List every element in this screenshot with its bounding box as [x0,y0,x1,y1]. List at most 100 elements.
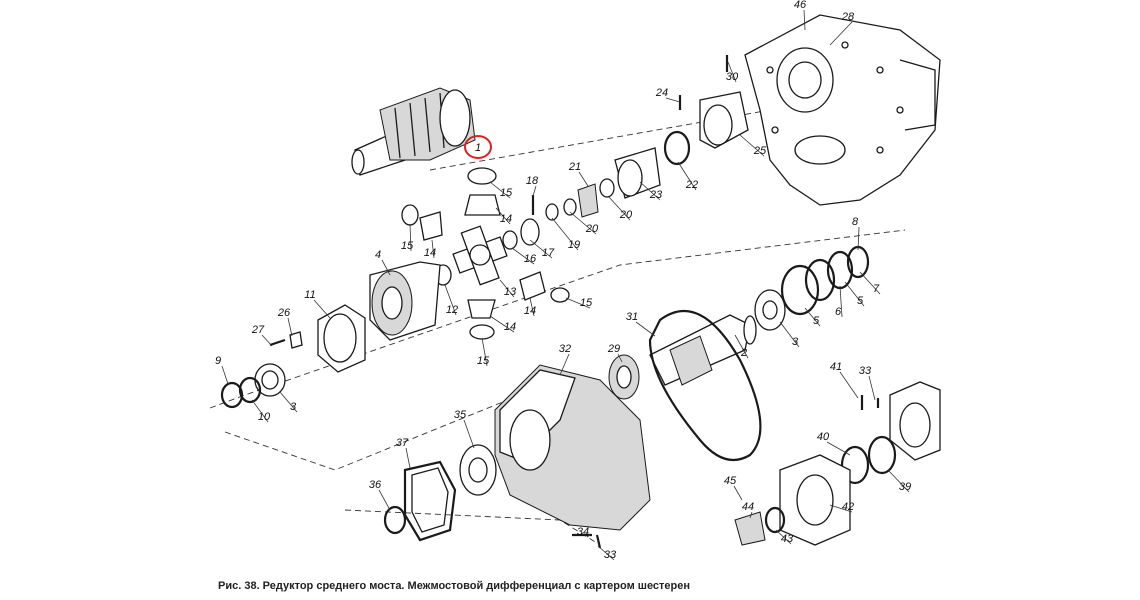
callout-leader [607,195,631,221]
callout-leader [857,226,860,251]
callout-leader [431,239,435,259]
callout-2: 2 [740,347,747,359]
callout-43: 43 [781,533,794,545]
figure-caption: Рис. 38. Редуктор среднего моста. Межмос… [218,580,691,592]
callout-leader [532,185,537,197]
callout-15: 15 [477,355,490,367]
callout-36: 36 [369,479,382,491]
callout-9: 9 [215,355,221,367]
cover-parts [383,444,602,549]
callout-leader [839,285,843,318]
callout-23: 23 [649,189,663,201]
callout-4: 4 [375,249,381,261]
callout-14: 14 [504,321,516,333]
callout-leader [559,353,570,376]
callout-44: 44 [742,501,754,513]
callout-leader [529,239,553,259]
callout-14: 14 [524,305,536,317]
callout-13: 13 [504,286,517,298]
callout-20: 20 [619,209,633,221]
callout-33: 33 [604,549,617,561]
callout-leader [251,399,269,423]
callout-leader [859,271,881,295]
callout-leader [887,469,910,493]
callout-8: 8 [852,216,859,228]
callout-leader [829,21,853,46]
callout-leader [578,171,589,187]
callout-leader [261,334,273,347]
part-32-gear-housing [494,364,651,531]
callout-leader [868,375,876,401]
callout-labels: 4628302425212223202019181716151515151414… [215,0,911,561]
callout-7: 7 [873,283,880,295]
carrier-parts [220,261,441,409]
callout-leader [639,181,661,201]
callout-34: 34 [577,526,589,538]
callout-3: 3 [290,401,297,413]
callout-leader [409,223,412,252]
callout-21: 21 [568,161,581,173]
callout-1: 1 [475,142,481,154]
callout-18: 18 [526,175,539,187]
callout-leader [551,217,579,251]
callout-leader [569,211,597,235]
callout-leader [733,485,743,501]
callout-16: 16 [524,253,537,265]
callout-leader [803,9,806,31]
callout-40: 40 [817,431,830,443]
callout-leader [826,441,851,456]
callout-26: 26 [277,307,291,319]
callout-leader [739,134,765,157]
callout-leader [665,97,681,103]
callout-leader [378,489,391,511]
callout-leader [444,284,457,316]
callout-leader [597,545,615,561]
callout-10: 10 [258,411,271,423]
callout-leader [727,61,737,83]
callout-leader [844,281,865,307]
callout-leader [489,315,515,333]
callout-leader [565,297,591,309]
callout-leader [405,447,411,469]
callout-leader [279,391,298,413]
callout-leader [617,353,623,363]
callout-20: 20 [585,223,599,235]
callout-leader [463,419,475,449]
callout-15: 15 [500,187,513,199]
callout-3: 3 [792,336,799,348]
callout-leader [221,365,229,385]
callout-leader [495,207,511,225]
callout-leader [749,511,753,519]
callout-33: 33 [859,365,872,377]
callout-12: 12 [446,304,458,316]
callout-37: 37 [396,437,409,449]
callout-leader [804,307,821,327]
callout-25: 25 [753,145,767,157]
callout-19: 19 [568,239,580,251]
callout-17: 17 [542,247,555,259]
callout-14: 14 [424,247,436,259]
callout-leader [313,299,331,319]
callout-30: 30 [726,71,739,83]
highlight-marker: 1 [464,135,492,159]
callout-27: 27 [251,324,265,336]
callout-leader [677,161,697,191]
callout-leader [829,504,853,513]
callout-leader [481,337,488,367]
callout-leader [499,279,515,298]
part-46-housing [744,14,941,206]
callout-leader [635,321,656,337]
part-1-pinion-shaft [351,87,476,176]
callout-6: 6 [835,306,842,318]
callout-15: 15 [580,297,593,309]
callout-28: 28 [841,11,855,23]
callout-leader [489,181,511,199]
callout-15: 15 [401,240,414,252]
callout-35: 35 [454,409,467,421]
callout-11: 11 [304,289,315,301]
callout-41: 41 [830,361,842,373]
callout-31: 31 [626,311,638,323]
callout-42: 42 [842,501,854,513]
callout-leader [839,371,859,399]
